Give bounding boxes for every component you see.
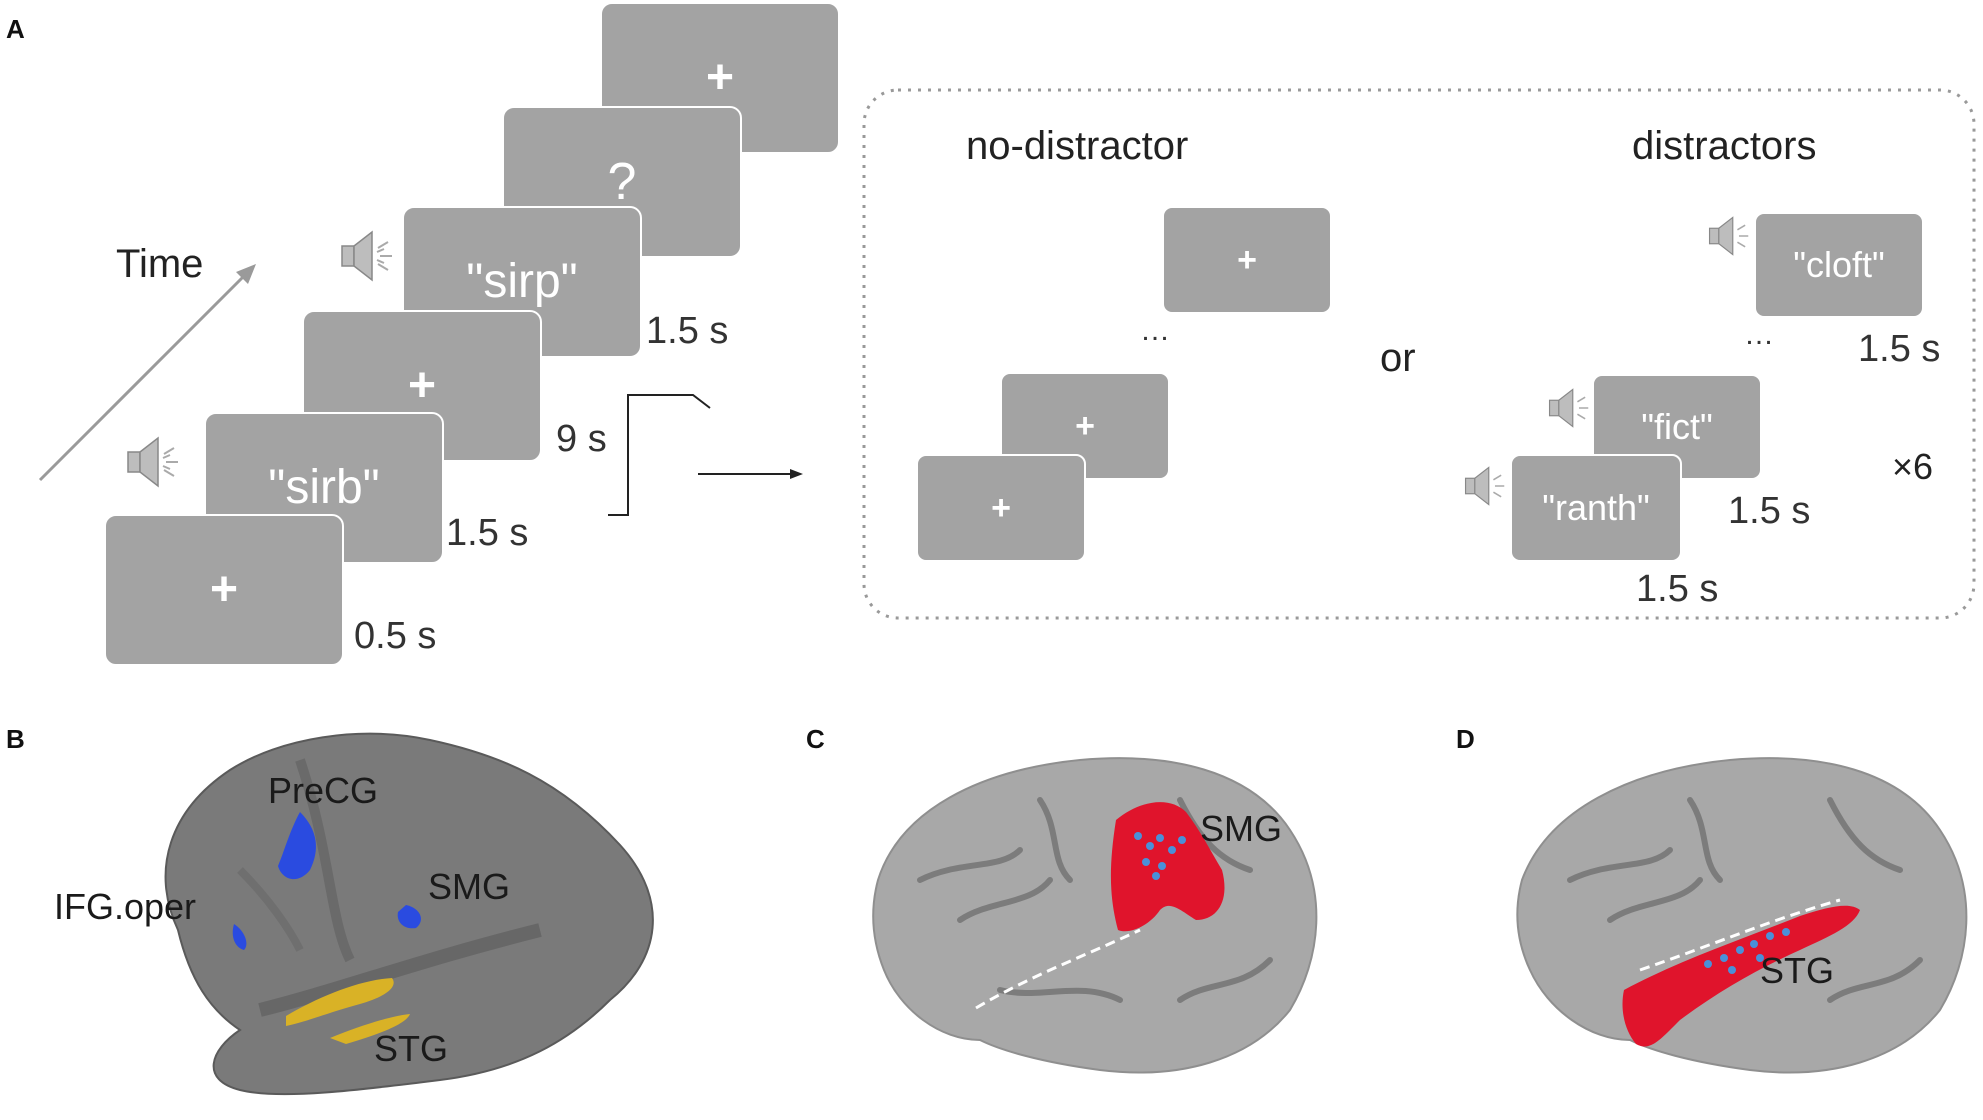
dis-screen-ranth: "ranth" [1510, 454, 1682, 562]
speaker-icon [1548, 388, 1589, 428]
sylvian-line-c [975, 928, 1141, 1010]
label-ifg: IFG.oper [54, 886, 197, 927]
nd-ellipsis: … [1140, 314, 1170, 347]
electrodes-d [1704, 928, 1790, 974]
time-arrow [38, 270, 250, 482]
duration-sirp: 1.5 s [646, 310, 729, 352]
right-arrow-head [790, 469, 803, 479]
dis-duration-cloft: 1.5 s [1858, 328, 1941, 370]
distractors-title: distractors [1632, 124, 1817, 168]
dis-duration-fict: 1.5 s [1728, 490, 1811, 532]
speaker-icon [127, 436, 178, 488]
label-precg: PreCG [268, 770, 379, 811]
region-smg [397, 905, 421, 929]
nd-screen-top: + [1162, 206, 1332, 314]
region-ifg [232, 924, 247, 950]
region-stg-d [1622, 905, 1860, 1047]
nd-screen-front: + [916, 454, 1086, 562]
region-precg [278, 812, 316, 880]
sylvian-line-d [1639, 898, 1841, 972]
dis-ellipsis: … [1744, 318, 1774, 351]
region-stg-upper [286, 978, 394, 1026]
conditions-box [862, 88, 1976, 620]
dis-screen-cloft: "cloft" [1754, 212, 1924, 318]
panel-letter-a: A [6, 14, 25, 44]
duration-fixation: 0.5 s [354, 615, 437, 657]
electrodes-c [1134, 832, 1186, 880]
screen-fixation-start: + [104, 514, 344, 666]
label-stg-d: STG [1760, 950, 1835, 991]
bracket [608, 394, 711, 516]
label-smg-b: SMG [428, 866, 511, 907]
label-stg-b: STG [374, 1028, 449, 1069]
region-stg-lower [330, 1014, 410, 1044]
repeat-label: ×6 [1892, 446, 1934, 487]
duration-delay: 9 s [556, 418, 607, 460]
time-arrow-head [236, 264, 256, 284]
speaker-icon [1708, 216, 1749, 256]
duration-sirb: 1.5 s [446, 512, 529, 554]
time-label: Time [116, 242, 204, 286]
speaker-icon [1464, 466, 1505, 506]
panel-letter-d: D [1456, 724, 1475, 754]
or-label: or [1380, 336, 1416, 380]
no-distractor-title: no-distractor [966, 124, 1189, 168]
label-smg-c: SMG [1200, 808, 1283, 849]
brain-d [1516, 757, 1968, 1074]
panel-letter-c: C [806, 724, 825, 754]
panel-letter-b: B [6, 724, 25, 754]
dis-duration-ranth: 1.5 s [1636, 568, 1719, 610]
speaker-icon [341, 230, 392, 282]
